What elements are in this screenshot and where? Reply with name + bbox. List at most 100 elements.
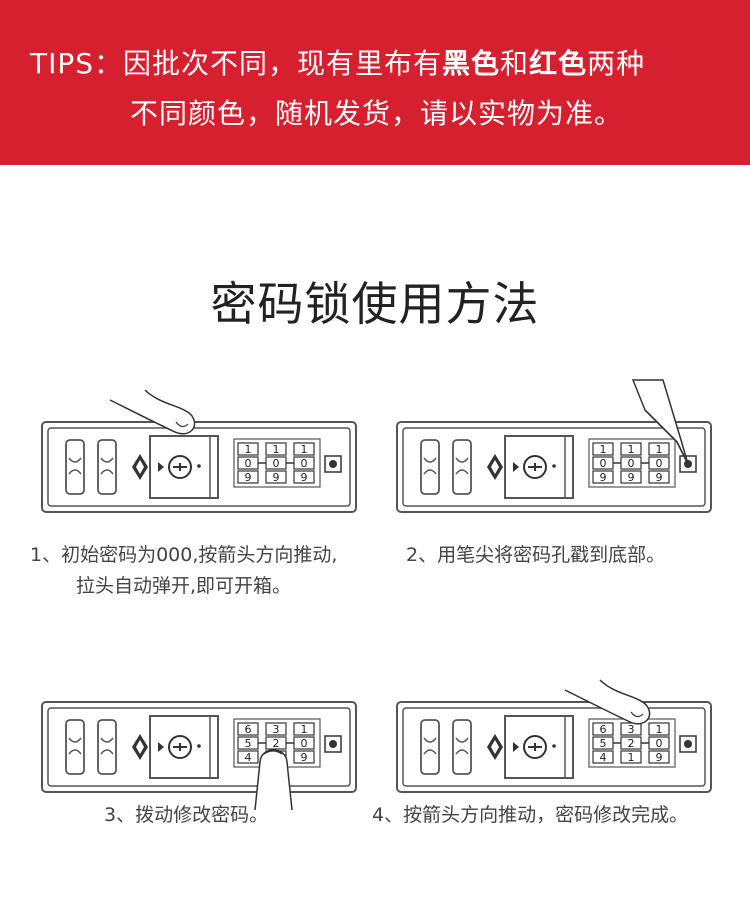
dial-digit: 0: [592, 456, 614, 470]
step-3-caption: 3、拨动修改密码。: [104, 804, 269, 826]
tsa-diamond-icon: [132, 454, 148, 480]
svg-text:0: 0: [273, 457, 280, 470]
tips-prefix: TIPS：因批次不同，现有里布有: [30, 47, 443, 80]
push-arrow-icon: [158, 462, 164, 472]
push-arrow-icon: [513, 462, 519, 472]
tsa-diamond-icon: [487, 734, 503, 760]
dial-digit: 5: [237, 736, 259, 750]
svg-text:9: 9: [656, 751, 663, 764]
svg-text:4: 4: [600, 751, 607, 764]
lock-inner-frame: [47, 707, 351, 787]
svg-text:9: 9: [301, 751, 308, 764]
dial-digit: 5: [592, 736, 614, 750]
dial-digit: 2: [620, 736, 642, 750]
svg-text:9: 9: [245, 471, 252, 484]
tips-line-1: TIPS：因批次不同，现有里布有黑色和红色两种: [30, 42, 645, 82]
finger-push-icon: [564, 679, 651, 725]
slide-button-panel: [149, 715, 219, 779]
svg-text:9: 9: [656, 471, 663, 484]
svg-text:2: 2: [628, 737, 635, 750]
dial-digit: 1: [293, 442, 315, 456]
zipper-slot: [420, 439, 440, 495]
step-1-caption-line-2: 拉头自动弹开,即可开箱。: [76, 575, 292, 597]
svg-text:9: 9: [301, 471, 308, 484]
dial-digit: 1: [620, 442, 642, 456]
dial-digit: 9: [265, 470, 287, 484]
tips-line-2: 不同颜色，随机发货，请以实物为准。: [130, 97, 624, 130]
svg-text:0: 0: [656, 737, 663, 750]
step-2-caption: 2、用笔尖将密码孔戳到底部。: [406, 544, 666, 566]
svg-text:5: 5: [600, 737, 607, 750]
step-1-caption-line-1: 1、初始密码为000,按箭头方向推动,: [30, 544, 338, 566]
svg-text:2: 2: [273, 737, 280, 750]
dial-digit: 0: [620, 456, 642, 470]
svg-text:1: 1: [301, 723, 308, 736]
lock-inner-frame: [402, 427, 706, 507]
svg-text:6: 6: [600, 723, 607, 736]
dial-digit: 6: [237, 722, 259, 736]
dial-digit: 9: [592, 470, 614, 484]
lock-inner-frame: [47, 427, 351, 507]
page-title: 密码锁使用方法: [210, 277, 540, 331]
svg-text:6: 6: [245, 723, 252, 736]
dial-digit: 9: [648, 470, 670, 484]
svg-text:4: 4: [245, 751, 252, 764]
dial-digit: 9: [293, 750, 315, 764]
slide-button-panel: [149, 435, 219, 499]
svg-text:1: 1: [273, 443, 280, 456]
dial-digit: 1: [293, 722, 315, 736]
dial-digit: 9: [237, 470, 259, 484]
svg-text:0: 0: [628, 457, 635, 470]
svg-text:0: 0: [245, 457, 252, 470]
svg-text:9: 9: [628, 471, 635, 484]
dial-digit: 1: [620, 750, 642, 764]
svg-text:1: 1: [656, 723, 663, 736]
zipper-slot: [97, 719, 117, 775]
svg-text:1: 1: [600, 443, 607, 456]
slide-button-panel: [504, 435, 574, 499]
pen-tip-icon: [631, 379, 689, 465]
dial-digit: 1: [265, 442, 287, 456]
svg-text:3: 3: [273, 723, 280, 736]
dial-digit: 4: [237, 750, 259, 764]
zipper-slot: [65, 439, 85, 495]
tsa-diamond-icon: [132, 734, 148, 760]
lock-svg: 6 3 1 5 2 0 4 1 9: [396, 679, 712, 793]
zipper-slot: [97, 439, 117, 495]
tsa-diamond-icon: [487, 454, 503, 480]
push-arrow-icon: [513, 742, 519, 752]
dial-digit: 4: [592, 750, 614, 764]
tips-banner: TIPS：因批次不同，现有里布有黑色和红色两种 不同颜色，随机发货，请以实物为准…: [0, 0, 750, 165]
dial-digit: 0: [293, 736, 315, 750]
svg-text:1: 1: [301, 443, 308, 456]
tips-suffix: 两种: [587, 47, 646, 80]
dial-digit: 1: [592, 442, 614, 456]
zipper-slot: [420, 719, 440, 775]
finger-push-icon: [109, 389, 196, 435]
svg-text:1: 1: [245, 443, 252, 456]
dial-digit: 9: [648, 750, 670, 764]
dial-digit: 1: [648, 722, 670, 736]
dial-digit: 9: [620, 470, 642, 484]
dial-digit: 0: [265, 456, 287, 470]
finger-dial-icon: [254, 749, 293, 811]
svg-text:0: 0: [600, 457, 607, 470]
svg-text:9: 9: [273, 471, 280, 484]
lock-inner-frame: [402, 707, 706, 787]
zipper-slot: [452, 439, 472, 495]
svg-text:1: 1: [628, 751, 635, 764]
svg-text:5: 5: [245, 737, 252, 750]
dial-digit: 3: [265, 722, 287, 736]
svg-text:0: 0: [656, 457, 663, 470]
step-4-caption: 4、按箭头方向推动，密码修改完成。: [372, 804, 689, 826]
svg-text:3: 3: [628, 723, 635, 736]
dial-digit: 1: [237, 442, 259, 456]
tips-and: 和: [500, 47, 530, 80]
tips-red-color: 红色: [529, 47, 588, 80]
